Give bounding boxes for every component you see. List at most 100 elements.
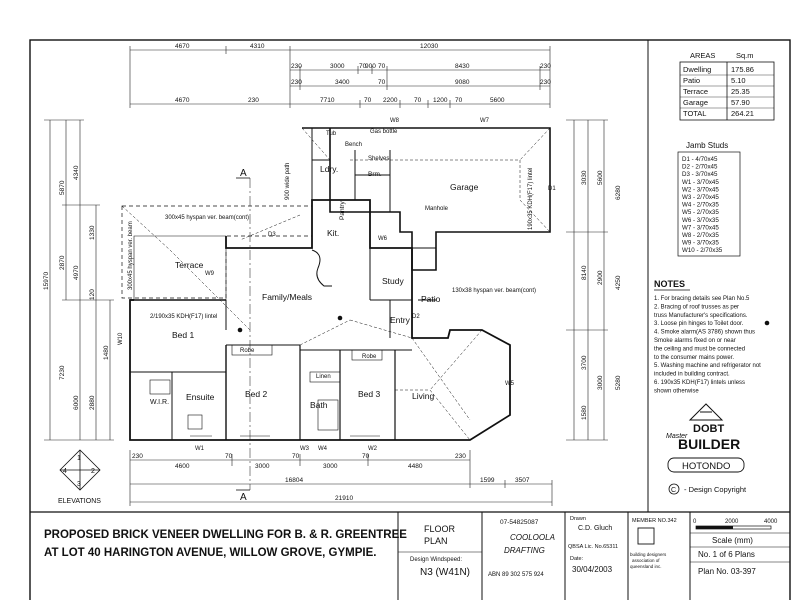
room-garage: Garage xyxy=(450,182,479,192)
room-labels: Garage Ldry. Brm. Pantry Kit. Family/Mea… xyxy=(150,131,479,410)
dim-right-0: 6280 xyxy=(615,185,622,200)
project-title-2: AT LOT 40 HARINGTON AVENUE, WILLOW GROVE… xyxy=(44,547,376,559)
room-tub: Tub xyxy=(326,131,337,137)
smoke-alarm-markers xyxy=(237,315,770,333)
dim-top3-2: 70 xyxy=(378,79,386,86)
dim-right-9: 3700 xyxy=(581,355,588,370)
label-gas-bottle: Gas bottle xyxy=(370,129,398,135)
notes-line: 3. Loose pin hinges to Toilet door. xyxy=(654,321,744,327)
notes-line: the ceiling and must be connected xyxy=(654,346,745,352)
dim-top1-1: 4310 xyxy=(250,43,265,50)
dim-left-3: 1330 xyxy=(89,225,96,240)
dim-top2-5: 8430 xyxy=(455,63,470,70)
room-living: Living xyxy=(412,391,434,401)
drafting-name-1: COOLOOLA xyxy=(510,533,555,542)
dim-bottom1-4: 70 xyxy=(292,453,300,460)
dim-right-8: 1580 xyxy=(581,405,588,420)
floor-plan-label-1: FLOOR xyxy=(424,524,456,534)
jamb-title: Jamb Studs xyxy=(686,141,728,150)
notes-line: truss Manufacturer's specifications. xyxy=(654,313,748,319)
dim-right-4: 4250 xyxy=(615,275,622,290)
elevations-indicator: 1 2 3 4 ELEVATIONS xyxy=(58,449,101,505)
builder-logo: Master DOBT BUILDER HOTONDO C - Design C… xyxy=(666,403,747,495)
dim-top4-8: 5600 xyxy=(490,97,505,104)
dim-right-2: 5600 xyxy=(597,170,604,185)
door-d2: D2 xyxy=(412,314,420,320)
svg-text:2: 2 xyxy=(91,468,95,475)
window-w7: W7 xyxy=(480,118,490,124)
jamb-row: D2 - 2/70x45 xyxy=(682,164,718,171)
room-bench: Bench xyxy=(345,142,362,148)
plan-number: Plan No. 03-397 xyxy=(698,567,756,576)
room-terrace: Terrace xyxy=(175,260,204,270)
title-block: PROPOSED BRICK VENEER DWELLING FOR B. & … xyxy=(30,511,790,600)
house-logo-icon xyxy=(688,403,724,421)
drawn-value: C.D. Gluch xyxy=(578,525,612,532)
top-dimension-labels: 4670 4310 12030 230 3000 70 900 70 8430 … xyxy=(175,43,551,104)
areas-row-value: 25.35 xyxy=(731,87,750,96)
logo-master: Master xyxy=(666,433,688,440)
areas-row-value: 175.86 xyxy=(731,65,754,74)
label-lintel: 2/190x35 KDH(F17) lintel xyxy=(150,314,217,320)
areas-row-label: Garage xyxy=(683,98,708,107)
dim-top2-4: 70 xyxy=(378,63,386,70)
smoke-alarm-icon xyxy=(237,327,243,333)
areas-row-label: Dwelling xyxy=(683,65,711,74)
drafting-name-2: DRAFTING xyxy=(504,546,545,555)
notes-line: to the consumer mains power. xyxy=(654,355,734,361)
dim-top2-3: 900 xyxy=(365,63,376,70)
dim-right-1: 3030 xyxy=(581,170,588,185)
dim-top3-4: 230 xyxy=(540,79,551,86)
window-w3: W3 xyxy=(300,446,310,452)
dim-bottom2-2: 3507 xyxy=(515,477,530,484)
dim-top4-7: 70 xyxy=(455,97,463,104)
room-ldry: Ldry. xyxy=(320,164,338,174)
areas-unit: Sq.m xyxy=(736,51,754,60)
bottom-dimension-labels: 230 4600 70 3000 70 3000 70 4480 230 168… xyxy=(132,453,530,502)
dim-top3-0: 230 xyxy=(291,79,302,86)
dim-left-6: 7230 xyxy=(59,365,66,380)
copyright-symbol: C xyxy=(671,487,676,494)
notes-line: Smoke alarms fixed on or near xyxy=(654,338,736,344)
section-marker-bottom: A xyxy=(240,492,247,503)
dim-bottom1-7: 4480 xyxy=(408,463,423,470)
dim-top4-5: 70 xyxy=(414,97,422,104)
dim-left-5: 120 xyxy=(89,289,96,300)
dim-top4-2: 7710 xyxy=(320,97,335,104)
room-entry: Entry xyxy=(390,315,411,325)
building-walls xyxy=(121,127,551,491)
scale-tick-2: 4000 xyxy=(764,519,778,525)
dim-top2-6: 230 xyxy=(540,63,551,70)
windspeed-value: N3 (W41N) xyxy=(420,567,470,578)
room-brm: Brm. xyxy=(368,171,382,178)
dim-top4-1: 230 xyxy=(248,97,259,104)
bottom-dimensions xyxy=(129,450,553,506)
jamb-row: D3 - 3/70x45 xyxy=(682,171,718,178)
label-lintel-2: 190x35 KDH(F17) lintel xyxy=(528,168,534,230)
room-bed3: Bed 3 xyxy=(358,389,380,399)
window-w4: W4 xyxy=(318,446,328,452)
dim-bottom1-6: 70 xyxy=(362,453,370,460)
scale-tick-0: 0 xyxy=(693,519,697,525)
room-bath: Bath xyxy=(310,400,328,410)
dim-top2-0: 230 xyxy=(291,63,302,70)
jamb-row: W2 - 3/70x45 xyxy=(682,186,719,193)
dim-left-outer: 15970 xyxy=(43,272,50,290)
dim-top4-4: 2200 xyxy=(383,97,398,104)
notes-line: 4. Smoke alarm(AS 3786) shown thus xyxy=(654,330,755,336)
jamb-row: W6 - 3/70x35 xyxy=(682,217,719,224)
window-w10: W10 xyxy=(118,332,124,345)
notes-line: 6. 190x35 KDH(F17) lintels unless xyxy=(654,380,745,386)
svg-text:4: 4 xyxy=(63,468,67,475)
dim-top4-0: 4670 xyxy=(175,97,190,104)
drawn-label: Drawn xyxy=(570,516,586,522)
jamb-row: W3 - 2/70x45 xyxy=(682,194,719,201)
section-marker-top: A xyxy=(240,168,247,179)
logo-hotondo: HOTONDO xyxy=(682,461,730,472)
sheet-number: No. 1 of 6 Plans xyxy=(698,550,755,559)
dim-top3-1: 3400 xyxy=(335,79,350,86)
drafting-phone: 07-54825087 xyxy=(500,519,539,526)
member-number: MEMBER NO.342 xyxy=(632,518,677,524)
dim-top1-0: 4670 xyxy=(175,43,190,50)
